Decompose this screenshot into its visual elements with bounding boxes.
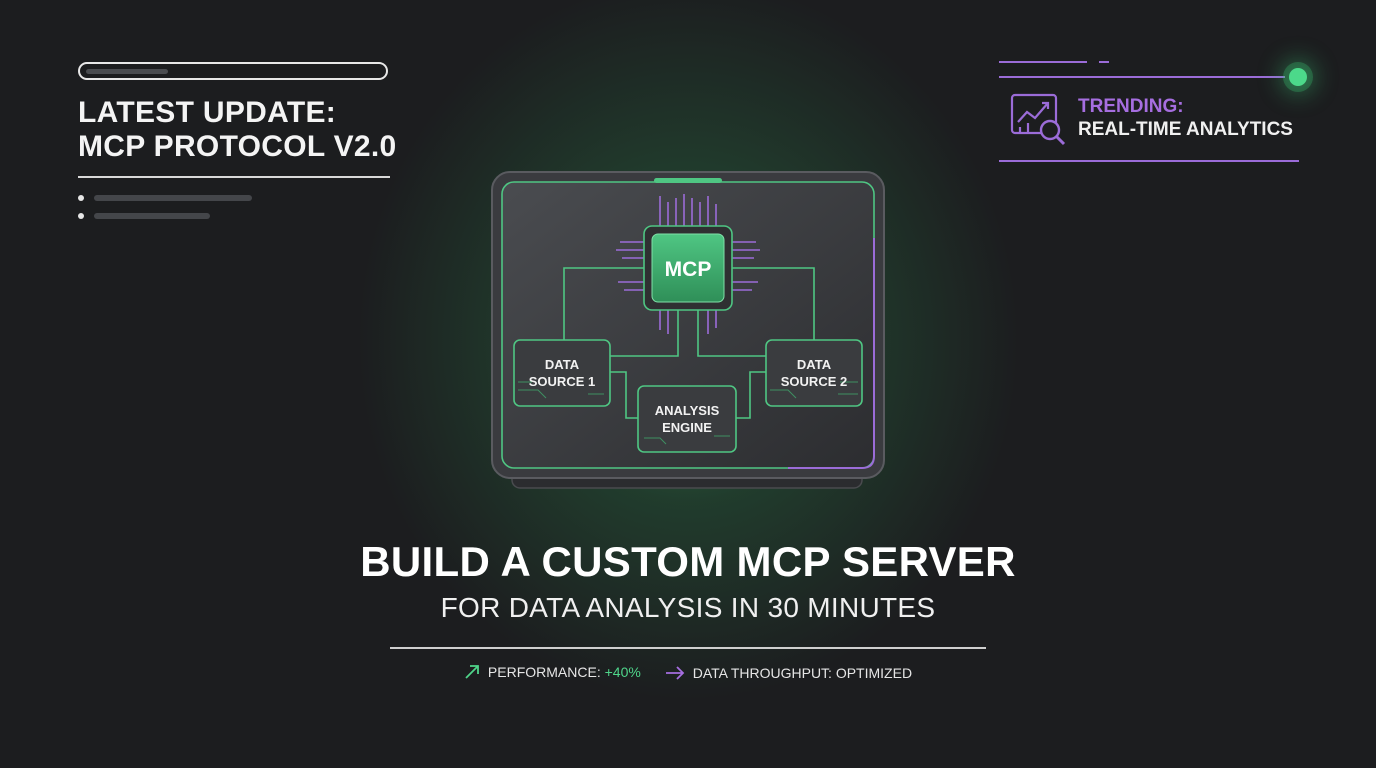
mcp-chip-label: MCP — [665, 258, 712, 281]
screen-accent-edge — [788, 238, 875, 469]
data-source-1-box — [513, 339, 611, 407]
hero-divider — [390, 647, 986, 649]
news-headline: LATEST UPDATE: MCP PROTOCOL V2.0 — [78, 96, 408, 164]
stat-performance: PERFORMANCE: +40% — [464, 664, 641, 680]
analysis-engine-line1: ANALYSIS — [655, 403, 720, 418]
mcp-chip — [651, 233, 725, 303]
decor-line — [999, 76, 1285, 78]
hero-subtitle: FOR DATA ANALYSIS IN 30 MINUTES — [440, 592, 936, 623]
data-source-1-line1: DATA — [545, 357, 580, 372]
stats-row: PERFORMANCE: +40% DATA THROUGHPUT: OPTIM… — [0, 664, 1376, 683]
device-camera-bar — [654, 178, 722, 183]
analysis-engine-line2: ENGINE — [662, 420, 712, 435]
connection-lines — [563, 267, 815, 419]
hero-title: BUILD A CUSTOM MCP SERVER — [360, 538, 1016, 585]
performance-label: PERFORMANCE: — [487, 664, 601, 680]
decor-line — [999, 160, 1299, 162]
trending-topic: REAL-TIME ANALYTICS — [1078, 119, 1293, 140]
placeholder-line — [94, 213, 210, 219]
stat-throughput: DATA THROUGHPUT: OPTIMIZED — [665, 665, 912, 681]
decor-line — [1099, 61, 1109, 63]
progress-pill-fill — [86, 69, 168, 74]
arrow-right-icon — [665, 666, 684, 680]
trending-label: TRENDING: — [1078, 96, 1184, 117]
data-source-2-box — [765, 339, 863, 407]
performance-value: +40% — [604, 664, 641, 680]
throughput-label: DATA THROUGHPUT: OPTIMIZED — [692, 665, 913, 681]
arrow-up-right-icon — [465, 665, 479, 679]
mcp-architecture-diagram: MCP DATA SOURCE 1 DATA SOURCE 2 ANALYSIS… — [491, 171, 885, 489]
data-source-1-line2: SOURCE 1 — [529, 374, 595, 389]
news-divider — [78, 176, 390, 178]
data-source-2-line1: DATA — [797, 357, 832, 372]
news-headline-line1: LATEST UPDATE: — [78, 96, 337, 129]
bullet-dot — [78, 195, 84, 201]
progress-pill — [78, 62, 388, 80]
decor-line — [999, 61, 1087, 63]
analysis-engine-box — [637, 385, 737, 453]
live-indicator-dot — [1289, 68, 1307, 86]
placeholder-line — [94, 195, 252, 201]
chart-search-icon — [1010, 93, 1066, 146]
chip-pins — [616, 194, 760, 334]
news-headline-line2: MCP PROTOCOL V2.0 — [78, 130, 397, 163]
bullet-dot — [78, 213, 84, 219]
data-source-2-line2: SOURCE 2 — [781, 374, 847, 389]
